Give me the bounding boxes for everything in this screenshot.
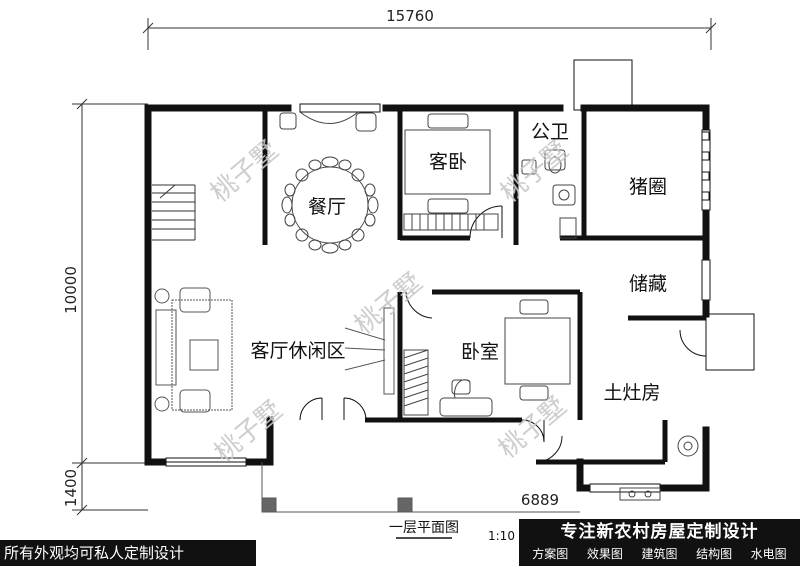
guest-bedroom-label: 客卧: [429, 151, 467, 173]
watermark: 桃子墅: [495, 135, 574, 208]
footer-services: 方案图 效果图 建筑图 结构图 水电图: [519, 545, 800, 563]
doors: [299, 59, 755, 463]
footer-left-text: 所有外观均可私人定制设计: [4, 544, 185, 562]
pigsty-label: 猪圈: [629, 176, 667, 198]
pigsty-vents: [701, 131, 710, 201]
service-item: 建筑图: [641, 547, 678, 561]
stairs: [152, 184, 196, 241]
footer-title: 专注新农村房屋定制设计: [560, 522, 759, 542]
watermark: 桃子墅: [349, 267, 428, 340]
dining-table: [279, 111, 379, 254]
footer-right-banner: 专注新农村房屋定制设计 方案图 效果图 建筑图 结构图 水电图: [519, 519, 800, 566]
living-furniture: [154, 287, 395, 413]
service-item: 方案图: [532, 547, 569, 561]
footer-left-banner: 所有外观均可私人定制设计: [0, 540, 256, 566]
porch-depth-dimension: 1400: [62, 469, 80, 507]
dining-label: 餐厅: [308, 196, 346, 218]
depth-dimension: 10000: [62, 266, 80, 314]
interior-walls: [262, 108, 706, 465]
guest-bed: [403, 113, 499, 231]
room-labels: 餐厅 客卧 公卫 猪圈 储藏 客厅休闲区 卧室 土灶房: [250, 121, 667, 404]
bedroom-label: 卧室: [461, 341, 499, 363]
main-bedroom-furniture: [403, 299, 571, 417]
service-item: 结构图: [696, 547, 733, 561]
plan-title: 一层平面图: [389, 520, 459, 536]
kitchen-label: 土灶房: [603, 382, 660, 404]
storage-label: 储藏: [629, 273, 667, 295]
toilet-fixtures: [521, 149, 577, 239]
porch-length-dimension: 6889: [521, 491, 559, 509]
watermark: 桃子墅: [493, 391, 572, 464]
watermark: 桃子墅: [209, 395, 288, 468]
dimension-lines: [72, 18, 717, 516]
public-toilet-label: 公卫: [531, 121, 569, 143]
porch: [261, 462, 580, 513]
watermark: 桃子墅: [205, 135, 284, 208]
service-item: 水电图: [750, 547, 787, 561]
living-label: 客厅休闲区: [250, 340, 345, 362]
scale-label: 1:10: [488, 529, 515, 543]
top-dimension: 15760: [386, 7, 434, 25]
stove: [619, 435, 699, 501]
service-item: 效果图: [586, 547, 623, 561]
